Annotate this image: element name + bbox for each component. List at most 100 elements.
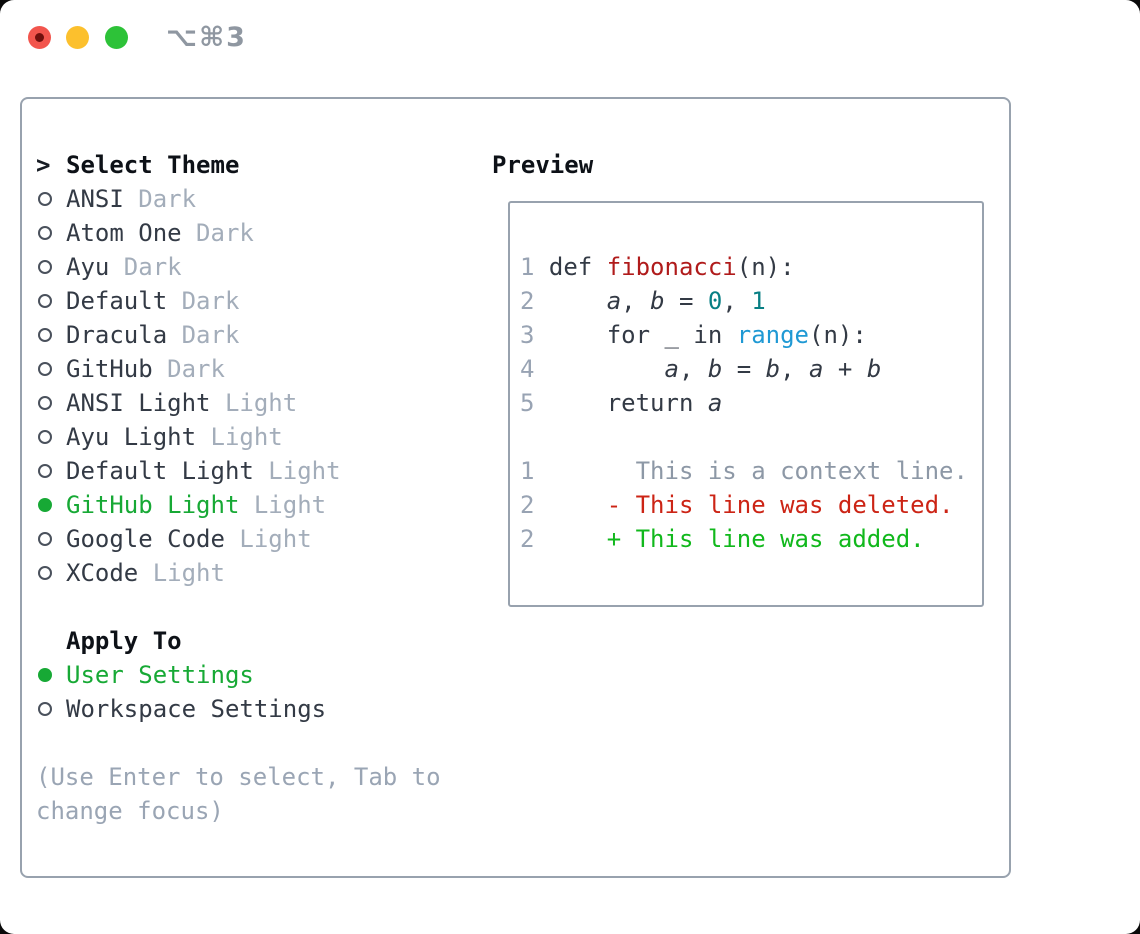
radio-selected-icon [38,498,52,512]
option-label: Dracula [66,321,168,349]
code-line: 5 return a [520,386,968,420]
theme-option[interactable]: Google Code Light [36,522,341,556]
code-token: b [650,287,665,315]
code-token [549,525,607,553]
code-line: 2 a, b = 0, 1 [520,284,968,318]
code-token [549,355,665,383]
theme-option[interactable]: Ayu Dark [36,250,341,284]
option-label: Ayu [66,253,110,281]
option-label: Workspace Settings [66,695,327,723]
theme-option[interactable]: Ayu Light Light [36,420,341,454]
preview-header-row: Preview [492,148,593,182]
apply-to-option[interactable]: Workspace Settings [36,692,341,726]
option-variant-label: Light [239,491,327,519]
code-token: a [606,287,622,315]
radio-icon [38,226,52,240]
radio-icon [38,396,52,410]
code-token: for _ in [548,321,737,349]
line-number: 4 [520,355,549,383]
radio-icon [38,464,52,478]
code-token: fibonacci [606,253,737,281]
radio-icon [38,328,52,342]
code-line: 4 a, b = b, a + b [520,352,968,386]
theme-option[interactable]: GitHub Light Light [36,488,341,522]
code-token: b [707,355,723,383]
radio-selected-icon [38,668,52,682]
option-variant-label: Dark [123,185,197,213]
code-token: + [823,355,867,383]
apply-to-header-row: Apply To [36,624,341,658]
theme-option[interactable]: XCode Light [36,556,341,590]
theme-option[interactable]: GitHub Dark [36,352,341,386]
option-label: GitHub [66,355,153,383]
minimize-button[interactable] [66,26,89,49]
code-token: - This line was deleted. [606,491,954,519]
spacer [36,590,341,624]
code-token: (n): [809,321,867,349]
code-token: + This line was added. [606,525,925,553]
option-label: Ayu Light [66,423,197,451]
code-token: 0 [707,287,723,315]
radio-icon [38,532,52,546]
option-label: ANSI Light [66,389,211,417]
code-token: b [765,355,781,383]
radio-icon [38,260,52,274]
code-token: a [809,355,824,383]
close-button[interactable] [28,26,51,49]
line-number: 2 [520,525,549,553]
close-dot-icon [35,33,44,42]
theme-option[interactable]: Default Light Light [36,454,341,488]
option-label: Default [66,287,168,315]
code-token: def [548,253,607,281]
code-token: , [780,355,810,383]
keyboard-hint: (Use Enter to select, Tab to change focu… [36,763,441,825]
radio-icon [38,566,52,580]
theme-option[interactable]: Atom One Dark [36,216,341,250]
line-number: 2 [520,491,549,519]
code-line [520,420,968,454]
option-variant-label: Dark [152,355,225,383]
code-line: 2 + This line was added. [520,522,968,556]
code-line: 3 for _ in range(n): [520,318,968,352]
line-number: 2 [520,287,549,315]
theme-option[interactable]: ANSI Light Light [36,386,341,420]
option-variant-label: Dark [167,321,240,349]
radio-icon [38,430,52,444]
option-variant-label: Light [196,423,283,451]
code-token: b [866,355,882,383]
option-variant-label: Dark [109,253,182,281]
line-number: 1 [520,253,549,281]
prompt-icon: > [36,151,51,179]
zoom-button[interactable] [105,26,128,49]
code-token: (n): [736,253,795,281]
code-line: 1 This is a context line. [520,454,968,488]
radio-icon [38,362,52,376]
line-number [520,423,534,451]
option-label: User Settings [66,661,254,689]
option-variant-label: Light [253,457,341,485]
window-title: ⌥⌘3 [166,22,247,53]
code-token [549,287,607,315]
code-token: range [736,321,809,349]
code-token [549,491,607,519]
radio-icon [38,702,52,716]
option-label: Google Code [66,525,225,553]
preview-box [508,201,984,607]
code-token: This is a context line. [548,457,968,485]
option-variant-label: Light [210,389,298,417]
theme-option[interactable]: Dracula Dark [36,318,341,352]
code-token: 1 [751,287,766,315]
option-variant-label: Light [224,525,312,553]
theme-option[interactable]: Default Dark [36,284,341,318]
theme-option[interactable]: ANSI Dark [36,182,341,216]
apply-to-option[interactable]: User Settings [36,658,341,692]
option-label: Atom One [66,219,182,247]
line-number: 3 [520,321,549,349]
code-token: , [621,287,651,315]
code-token: a [664,355,679,383]
option-label: XCode [66,559,139,587]
